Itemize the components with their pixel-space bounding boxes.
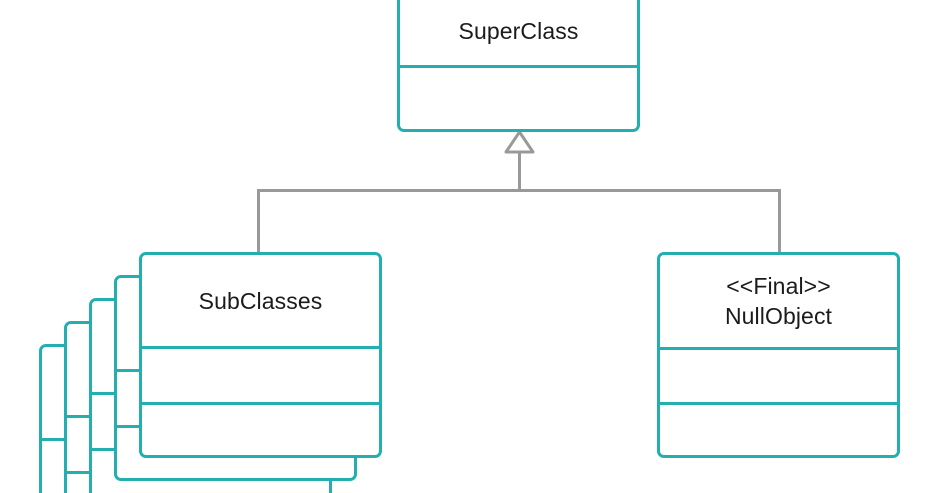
uml-class-attributes-compartment bbox=[660, 347, 897, 402]
uml-class-attributes-compartment bbox=[400, 65, 637, 129]
generalization-arrowhead-icon bbox=[504, 130, 535, 154]
uml-class-stereotype-nullobject: <<Final>> bbox=[726, 273, 831, 299]
generalization-tree bbox=[257, 151, 781, 254]
uml-class-subclasses[interactable]: SubClasses bbox=[139, 252, 382, 458]
uml-class-name-compartment: <<Final>> NullObject bbox=[660, 255, 897, 347]
uml-class-attributes-compartment bbox=[142, 346, 379, 402]
uml-class-nullobject[interactable]: <<Final>> NullObject bbox=[657, 252, 900, 458]
uml-class-name-compartment: SubClasses bbox=[142, 255, 379, 346]
uml-class-operations-compartment bbox=[660, 402, 897, 455]
uml-class-superclass[interactable]: SuperClass bbox=[397, 0, 640, 132]
uml-class-name-compartment: SuperClass bbox=[400, 0, 637, 65]
uml-class-name-nullobject: NullObject bbox=[724, 303, 833, 329]
uml-class-name-superclass: SuperClass bbox=[458, 18, 579, 44]
uml-class-operations-compartment bbox=[142, 402, 379, 455]
uml-class-name-subclasses: SubClasses bbox=[198, 287, 323, 314]
